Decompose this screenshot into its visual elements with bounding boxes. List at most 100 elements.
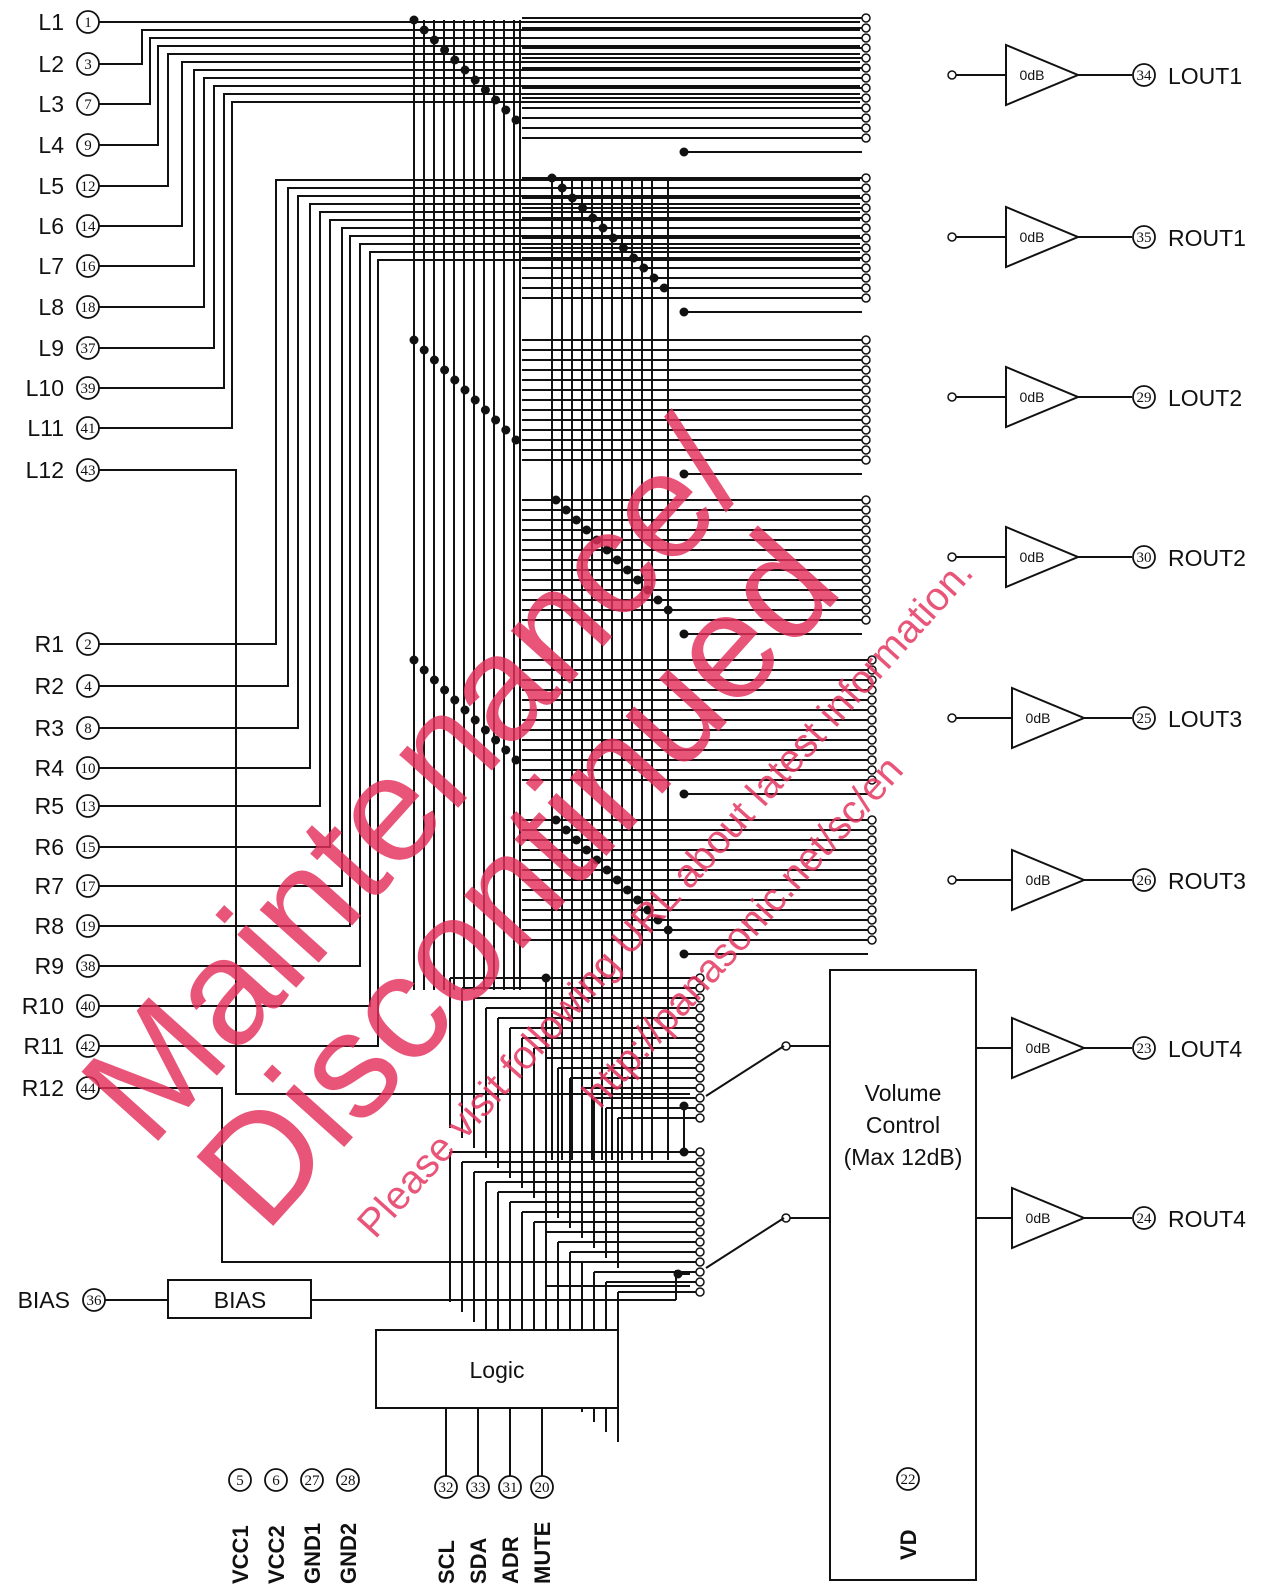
input-label-r4: R4 xyxy=(35,755,65,781)
switch-contact xyxy=(867,735,877,745)
switch-arm xyxy=(878,237,950,306)
junction-dot xyxy=(511,755,521,765)
pin-27-circle xyxy=(300,1468,324,1492)
junction-dot xyxy=(511,115,521,125)
switch-contact xyxy=(867,765,877,775)
junction-dot xyxy=(440,45,450,55)
switch-contact xyxy=(861,345,871,355)
amp-gain-label: 0dB xyxy=(1026,710,1051,726)
switch-contact xyxy=(861,395,871,405)
bias-block-label: BIAS xyxy=(214,1287,266,1313)
switch-contact xyxy=(947,713,957,723)
logic-block: Logic xyxy=(375,1329,619,1409)
switch-contact xyxy=(861,23,871,33)
junction-dot xyxy=(571,835,581,845)
amp-triangle xyxy=(1005,43,1081,107)
pin-8-circle xyxy=(76,716,100,740)
bias-pin-label: BIAS xyxy=(18,1287,70,1313)
switch-contact xyxy=(695,1267,705,1277)
pin-15-number: 15 xyxy=(81,840,96,856)
junction-dot xyxy=(491,95,501,105)
switch-contact xyxy=(867,665,877,675)
switch-contact xyxy=(861,505,871,515)
pin-7-number: 7 xyxy=(84,97,92,113)
output-label-rout2: ROUT2 xyxy=(1168,545,1246,571)
switch-contact xyxy=(867,755,877,765)
junction-dot xyxy=(653,915,663,925)
logic-pin-label-scl: SCL xyxy=(434,1540,459,1584)
logic-pin-label-adr: ADR xyxy=(498,1536,523,1584)
switch-contact xyxy=(695,1147,705,1157)
power-pin-label-gnd1: GND1 xyxy=(300,1523,325,1584)
switch-contact xyxy=(861,43,871,53)
input-label-l1: L1 xyxy=(38,9,64,35)
junction-dot xyxy=(639,263,649,273)
switch-contact xyxy=(867,825,877,835)
pin-18-number: 18 xyxy=(81,300,96,316)
wire xyxy=(99,69,860,267)
junction-dot xyxy=(501,105,511,115)
pin-32-circle xyxy=(434,1475,458,1499)
pin-36-circle xyxy=(82,1288,106,1312)
pin-6-circle xyxy=(264,1468,288,1492)
switch-contact xyxy=(695,1033,705,1043)
switch-contact xyxy=(861,565,871,575)
switch-contact xyxy=(867,915,877,925)
junction-dot xyxy=(612,875,622,885)
pin-10-number: 10 xyxy=(81,761,96,777)
switch-contact xyxy=(695,1103,705,1113)
junction-dot xyxy=(608,233,618,243)
power-pin-label-vcc1: VCC1 xyxy=(228,1525,253,1584)
switch-contact xyxy=(695,1277,705,1287)
junction-dot xyxy=(622,565,632,575)
wire xyxy=(99,243,860,967)
junction-dot xyxy=(440,365,450,375)
switch-contact xyxy=(861,263,871,273)
switch-contact xyxy=(861,405,871,415)
pin-41-circle xyxy=(76,416,100,440)
junction-dot xyxy=(419,25,429,35)
switch-contact xyxy=(867,855,877,865)
switch-contact xyxy=(861,213,871,223)
switch-contact xyxy=(695,1247,705,1257)
switch-contact xyxy=(867,675,877,685)
switch-contact xyxy=(861,605,871,615)
junction-dot xyxy=(480,405,490,415)
pin-30-number: 30 xyxy=(1137,550,1152,566)
junction-dot xyxy=(429,35,439,45)
pin-40-number: 40 xyxy=(81,999,96,1015)
amp-gain-label: 0dB xyxy=(1026,1040,1051,1056)
vd-pin-label: VD xyxy=(896,1529,921,1560)
pin-13-number: 13 xyxy=(81,799,96,815)
switch-contact xyxy=(695,1023,705,1033)
input-label-r10: R10 xyxy=(22,993,64,1019)
junction-dot xyxy=(419,345,429,355)
pin-30-circle xyxy=(1132,545,1156,569)
junction-dot xyxy=(663,605,673,615)
logic-label: Logic xyxy=(470,1357,525,1383)
input-label-l11: L11 xyxy=(27,415,64,441)
junction-dot xyxy=(679,469,689,479)
pin-32-number: 32 xyxy=(439,1480,454,1496)
switch-contact xyxy=(861,425,871,435)
pin-33-circle xyxy=(466,1475,490,1499)
junction-dot xyxy=(588,213,598,223)
switch-contact xyxy=(695,1237,705,1247)
pin-14-number: 14 xyxy=(81,219,97,235)
pin-9-circle xyxy=(76,133,100,157)
junction-dot xyxy=(491,735,501,745)
junction-dot xyxy=(450,375,460,385)
junction-dot xyxy=(460,65,470,75)
output-label-lout4: LOUT4 xyxy=(1168,1036,1242,1062)
switch-contact xyxy=(861,355,871,365)
pin-16-circle xyxy=(76,254,100,278)
junction-dot xyxy=(679,629,689,639)
input-label-l4: L4 xyxy=(38,132,64,158)
input-label-l7: L7 xyxy=(38,253,64,279)
switch-contact xyxy=(861,173,871,183)
junction-dot xyxy=(501,745,511,755)
switch-contact xyxy=(861,535,871,545)
